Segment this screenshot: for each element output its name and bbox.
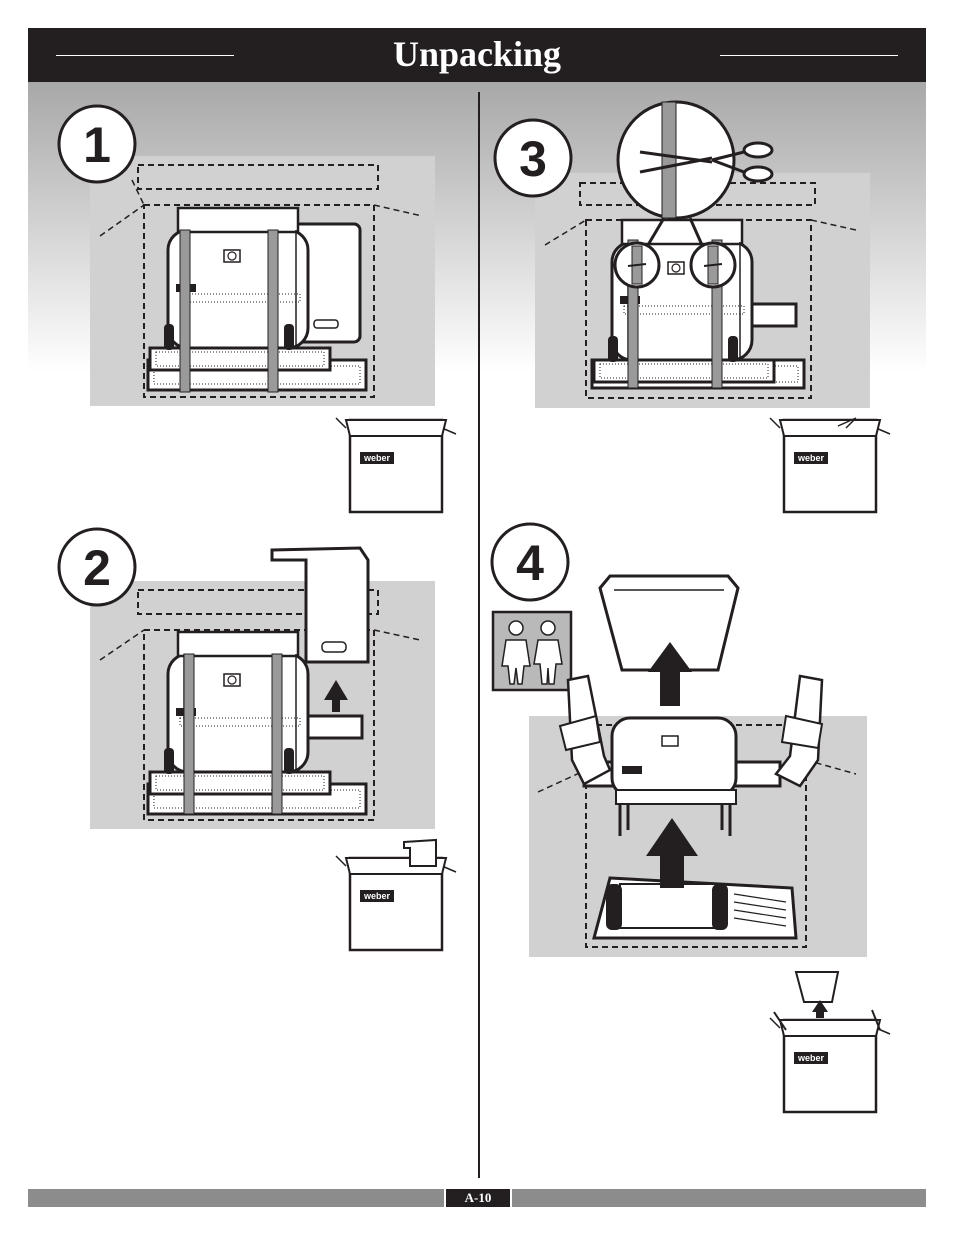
step-4-number: 4 xyxy=(516,535,544,591)
step-1-grill-icon xyxy=(148,208,366,392)
svg-text:weber: weber xyxy=(363,891,391,901)
step-1-box-icon: weber xyxy=(336,418,456,512)
step-4-box-icon: weber xyxy=(770,972,890,1112)
step-2-number: 2 xyxy=(83,540,111,596)
page-footer: A-10 xyxy=(28,1189,926,1207)
step-4-base-insert xyxy=(594,878,796,938)
svg-text:weber: weber xyxy=(797,453,825,463)
step-2-box-icon: weber xyxy=(336,840,456,950)
svg-text:weber: weber xyxy=(797,1053,825,1063)
step-3-box-icon: weber xyxy=(770,418,890,512)
two-people-icon xyxy=(493,612,571,690)
page-number: A-10 xyxy=(444,1189,512,1207)
step-1-number: 1 xyxy=(83,117,111,173)
svg-text:weber: weber xyxy=(363,453,391,463)
step-3-number: 3 xyxy=(519,131,547,187)
